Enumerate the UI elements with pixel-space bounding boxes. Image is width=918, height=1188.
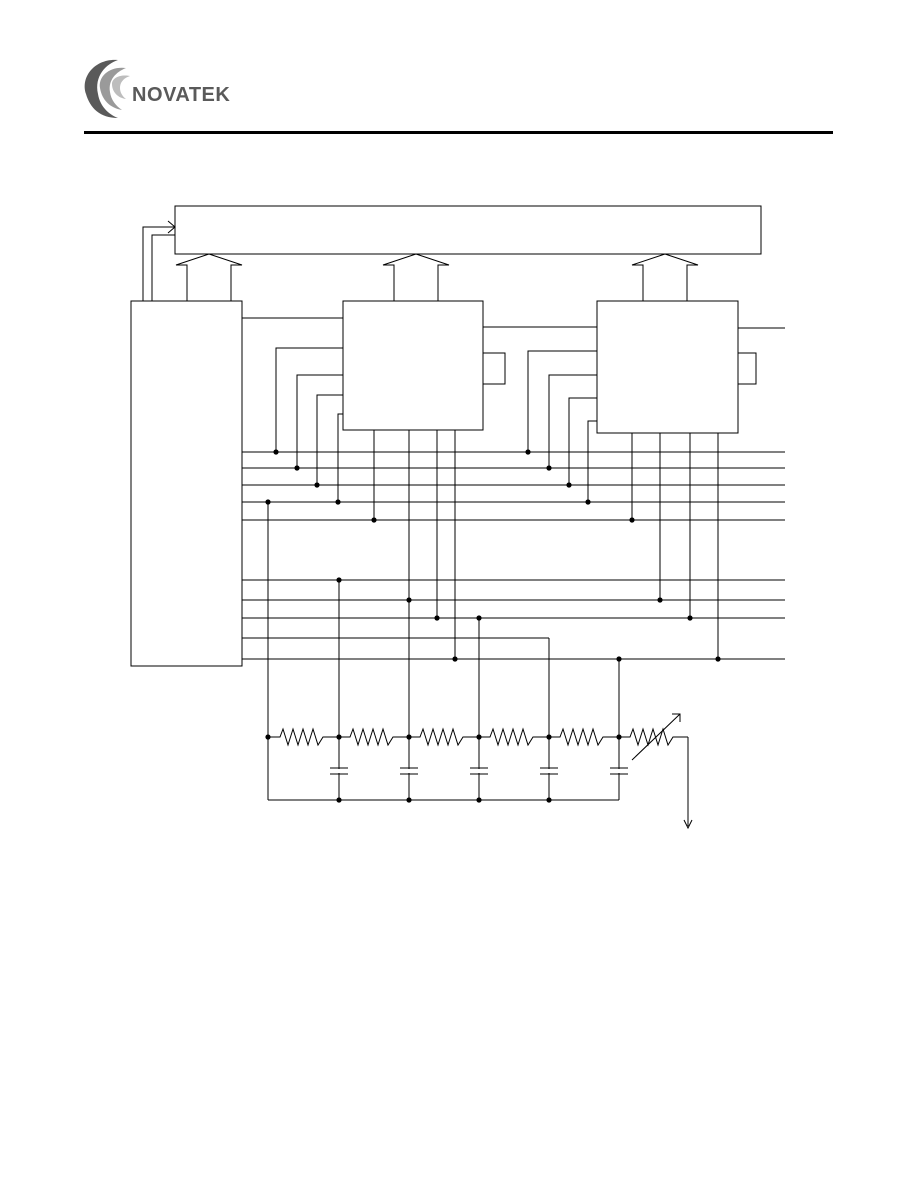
header-divider — [84, 131, 833, 134]
hollow-arrow-left — [175, 253, 243, 302]
capacitors — [330, 767, 628, 775]
top-bus-block — [174, 205, 762, 255]
novatek-swirl-icon — [84, 59, 130, 118]
feedback-arrow — [142, 220, 176, 301]
output-arrow — [683, 819, 693, 830]
page-header: NOVATEK — [0, 0, 918, 140]
resistor-5 — [549, 727, 619, 747]
middle-block-feedback — [483, 352, 506, 385]
right-block — [596, 300, 739, 434]
resistor-1 — [268, 727, 339, 747]
middle-block-inputs — [275, 347, 343, 502]
controller-block — [130, 300, 243, 667]
right-block-outputs — [631, 433, 719, 659]
variable-resistor — [619, 727, 688, 747]
hollow-arrow-right — [631, 253, 699, 302]
bus-lines — [242, 451, 785, 660]
hollow-arrow-middle — [382, 253, 450, 302]
brand-name: NOVATEK — [132, 84, 231, 106]
middle-block — [342, 300, 484, 431]
variable-resistor-arrow — [631, 713, 681, 761]
right-block-feedback — [738, 352, 757, 385]
resistor-4 — [479, 727, 549, 747]
novatek-logo: NOVATEK — [78, 54, 248, 124]
ladder-drops — [267, 502, 620, 800]
resistor-3 — [409, 727, 479, 747]
resistor-2 — [339, 727, 409, 747]
resistor-ladder — [268, 713, 693, 830]
junction-dots — [265, 449, 721, 803]
right-block-inputs — [527, 350, 597, 502]
